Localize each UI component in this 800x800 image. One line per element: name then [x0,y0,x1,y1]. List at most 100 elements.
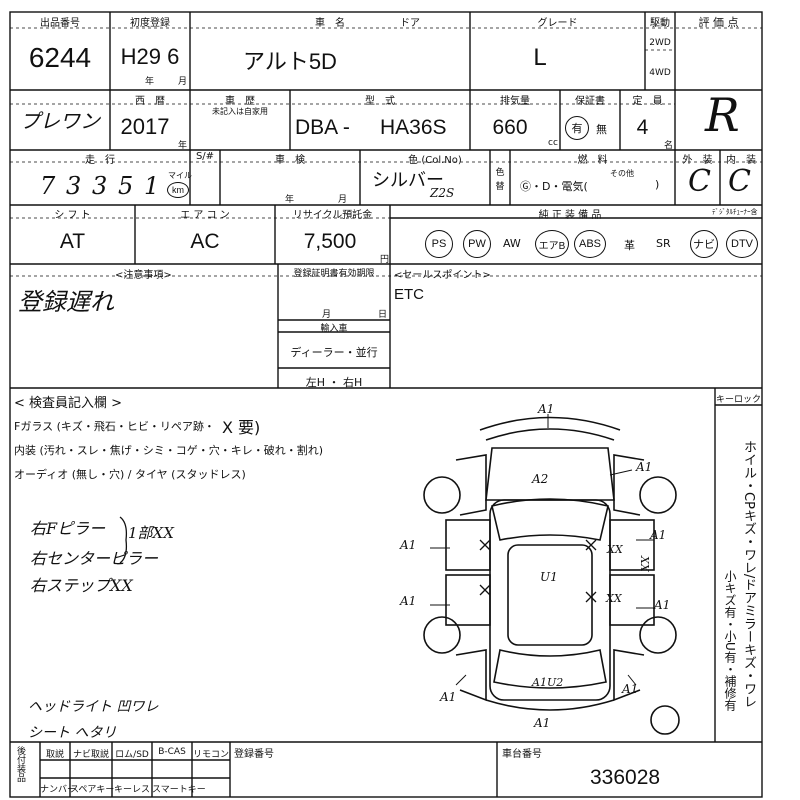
model-year: 2017 [120,114,170,139]
mark-right-side-x: XX [638,556,651,572]
grade-label: グレード [537,18,578,29]
reg-month-unit: 月 [178,77,188,87]
memo-handwritten: プレワン [20,109,100,133]
drive-label: 駆動 [650,18,670,29]
type-prefix: DBA - [295,116,350,139]
hand-note-1: 右Fピラー [30,519,106,538]
score-label: 評 価 点 [698,16,739,29]
color-label: 色 (Col.No) [408,155,462,166]
caution-text: 登録遅れ [18,288,114,316]
history-label: 車 歴 [225,96,255,107]
grade: L [533,44,547,71]
reg-no-label: 登録番号 [234,749,274,760]
after-item-rom: ロム/SD [115,750,149,760]
mark-right-door-xx: XX [607,543,623,556]
exterior-label: 外 装 [682,155,713,166]
warranty-yes: 有 [565,116,589,140]
type-code: HA36S [380,116,447,139]
mileage-digit-4: 5 [118,172,134,200]
hand-bottom-1: ヘッドライト 凹ワレ [28,699,159,715]
reg-expiry-month: 月 [322,310,332,320]
inspector-line2: 内装 (汚れ・スレ・焦げ・シミ・コゲ・穴・キレ・破れ・割れ) [14,444,324,457]
fuel-other-label: その他 [610,169,634,178]
selling-label: <セールスポイント> [394,270,491,281]
after-item-smart-key: スマートキー [152,785,206,795]
car-name-label: 車 名 [315,18,345,29]
shift-label: シ フ ト [54,210,91,221]
hand-note-3: 右ステップXX [30,576,133,595]
type-label: 型 式 [365,96,395,107]
lot-no: 6244 [28,42,92,73]
inspector-line1-mark: X 要) [222,418,261,437]
drive-4wd: 4WD [649,68,671,78]
equip-pw: PW [463,230,491,258]
equip-ps: PS [425,230,453,258]
hand-note-2: 右センターピラー [30,549,159,568]
interior-score: C [728,164,751,199]
equipment-label: 純 正 装 備 品 [538,210,602,221]
side-vertical-text: ホイル・CPキズ・ワレ/ドアミラーキズ・ワレ [741,440,756,709]
lot-no-label: 出品番号 [40,18,80,29]
model-year-label: 西 暦 [135,96,165,107]
interior-label: 内 装 [726,155,756,166]
mileage-label: 走 行 [85,155,115,166]
after-item-plate: ナンバー [40,785,77,795]
reg-value: H29 6 [120,44,180,69]
mark-left-door-a1: A1 [400,538,417,552]
import-label: 輸入車 [320,324,348,334]
car-name: アルト5D [243,49,337,74]
mileage-digit-1: 7 [40,172,56,200]
after-item-bcas: B-CAS [158,747,186,757]
side-vertical-text-2: 小キズ有・小U有・補修有 [723,570,737,711]
capacity: 4 [636,116,649,139]
mark-rear-a1u2: A1U2 [532,676,564,689]
shift: AT [59,230,86,253]
warranty-no: 無 [596,123,607,136]
import-steer: 左H ・ 右H [305,376,363,389]
equip-navi: ナビ [690,230,718,258]
inspector-line1: Fガラス (キズ・飛石・ヒビ・リペア跡・ [14,420,215,433]
aircon: AC [190,230,220,253]
mark-right-bottom-a1: A1 [622,682,639,696]
mark-left-bottom-a1: A1 [440,690,457,704]
caution-label: <注意事項> [115,270,172,281]
after-label: 後付装品 [15,746,25,782]
color-change-label: 色替 [495,168,505,192]
color: シルバー [372,170,444,190]
after-item-keyless: キーレス [113,785,150,795]
km-unit: km [167,182,189,198]
selling-text: ETC [394,286,424,303]
after-item-navi-manual: ナビ取説 [72,750,109,760]
mile-unit: マイル [168,171,192,180]
history-note: 未記入は自家用 [212,107,268,116]
drive-2wd: 2WD [649,38,671,48]
mark-left-rear-a1: A1 [400,594,417,608]
equip-airbag: エアB [535,230,569,258]
capacity-unit: 名 [664,141,674,151]
keylock-label: キーロック [715,395,761,405]
tuner-label: ﾃﾞｼﾞﾀﾙﾁｭｰﾅｰ含 [712,208,758,216]
mileage-digit-5: 1 [144,172,160,200]
recycle-fee: 7,500 [303,230,357,253]
equip-dtv: DTV [726,230,758,258]
displacement-label: 排気量 [500,96,530,107]
s-label: S/# [195,151,215,162]
cc-unit: cc [548,138,558,148]
reg-year-unit: 年 [145,77,155,87]
brace-mark [119,516,128,564]
equip-leather: 革 [624,239,635,252]
mark-right-rear-a1: A1 [654,598,671,612]
equip-aw: AW [503,237,521,250]
score: R [705,88,740,142]
chassis-no: 336028 [590,766,661,789]
yen-unit: 円 [380,255,390,265]
mark-front-a1: A1 [538,402,555,416]
mileage-digit-3: 3 [92,172,108,200]
mark-rear-bumper-a1: A1 [534,716,551,730]
mileage-digit-2: 3 [66,172,82,200]
fuel-label: 燃 料 [577,155,608,166]
mark-roof-u1: U1 [540,570,558,584]
inspection-year-unit: 年 [285,195,295,205]
hand-bottom-2: シート へタリ [28,725,117,741]
